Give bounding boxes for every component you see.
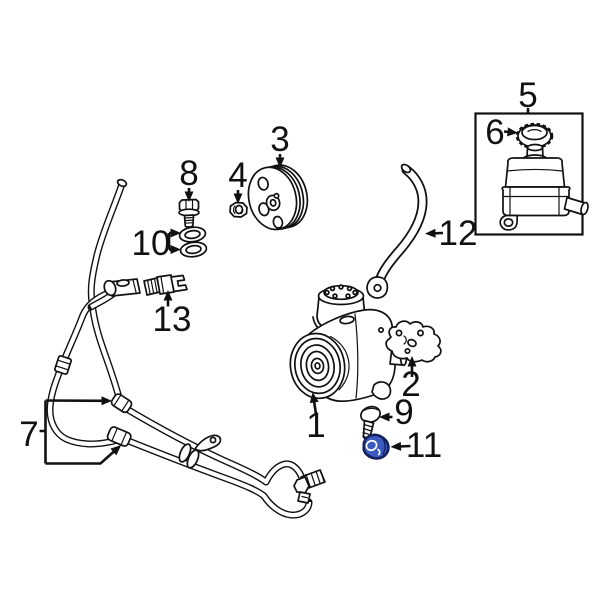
callout-label-4[interactable]: 4: [228, 156, 247, 195]
callout-label-11[interactable]: 11: [406, 426, 442, 465]
callout-label-13[interactable]: 13: [153, 300, 192, 339]
callout-label-2[interactable]: 2: [401, 365, 420, 404]
canister-studs: [324, 284, 358, 299]
hose-branch-fitting: [87, 278, 141, 311]
nut-ring-detail: [365, 439, 378, 452]
part-10-gaskets[interactable]: [178, 226, 208, 258]
pump-front-pulley: [289, 332, 350, 400]
callout-label-10[interactable]: 10: [132, 224, 171, 263]
part-13-air-control-valve[interactable]: [143, 274, 188, 296]
leader-6: [503, 127, 518, 137]
hose-clamp: [54, 355, 72, 375]
callout-label-1[interactable]: 1: [306, 406, 325, 445]
leader-1: [309, 392, 319, 415]
part-1-power-steering-pump[interactable]: [286, 284, 408, 403]
hose-clip: [178, 434, 222, 469]
leader-11: [390, 441, 411, 451]
callout-label-3[interactable]: 3: [270, 120, 289, 159]
part-7-hose-assembly[interactable]: [46, 178, 326, 519]
hose-end-fitting: [293, 469, 326, 504]
part-3-pump-pulley[interactable]: [242, 159, 314, 235]
part-12-return-hose[interactable]: [366, 163, 428, 299]
leader-7-bracket: [39, 400, 47, 464]
leader-7-bottom: [45, 445, 122, 465]
callout-label-12[interactable]: 12: [439, 214, 478, 253]
part-2-mounting-bracket[interactable]: [385, 320, 442, 363]
callout-label-9[interactable]: 9: [394, 393, 413, 432]
nut-thread-detail: [377, 448, 381, 456]
hose-coupling-lower: [106, 426, 132, 447]
part-11-nut-highlighted[interactable]: [362, 433, 390, 460]
part-8-union-bolt[interactable]: [178, 198, 200, 228]
callout-label-6[interactable]: 6: [485, 113, 504, 152]
callout-label-5[interactable]: 5: [518, 76, 537, 115]
callout-label-7[interactable]: 7: [19, 415, 38, 454]
hose-coupling-upper: [110, 393, 133, 414]
part-4-pulley-nut[interactable]: [229, 201, 248, 218]
part-6-reservoir-cap[interactable]: [515, 122, 554, 150]
callouts: 1 2 3 4 5 6 7 8 9 10 11 12: [19, 76, 537, 465]
nut-facet-line: [381, 438, 386, 455]
part-9-mounting-bolt[interactable]: [359, 404, 382, 440]
callout-label-8[interactable]: 8: [179, 154, 198, 193]
